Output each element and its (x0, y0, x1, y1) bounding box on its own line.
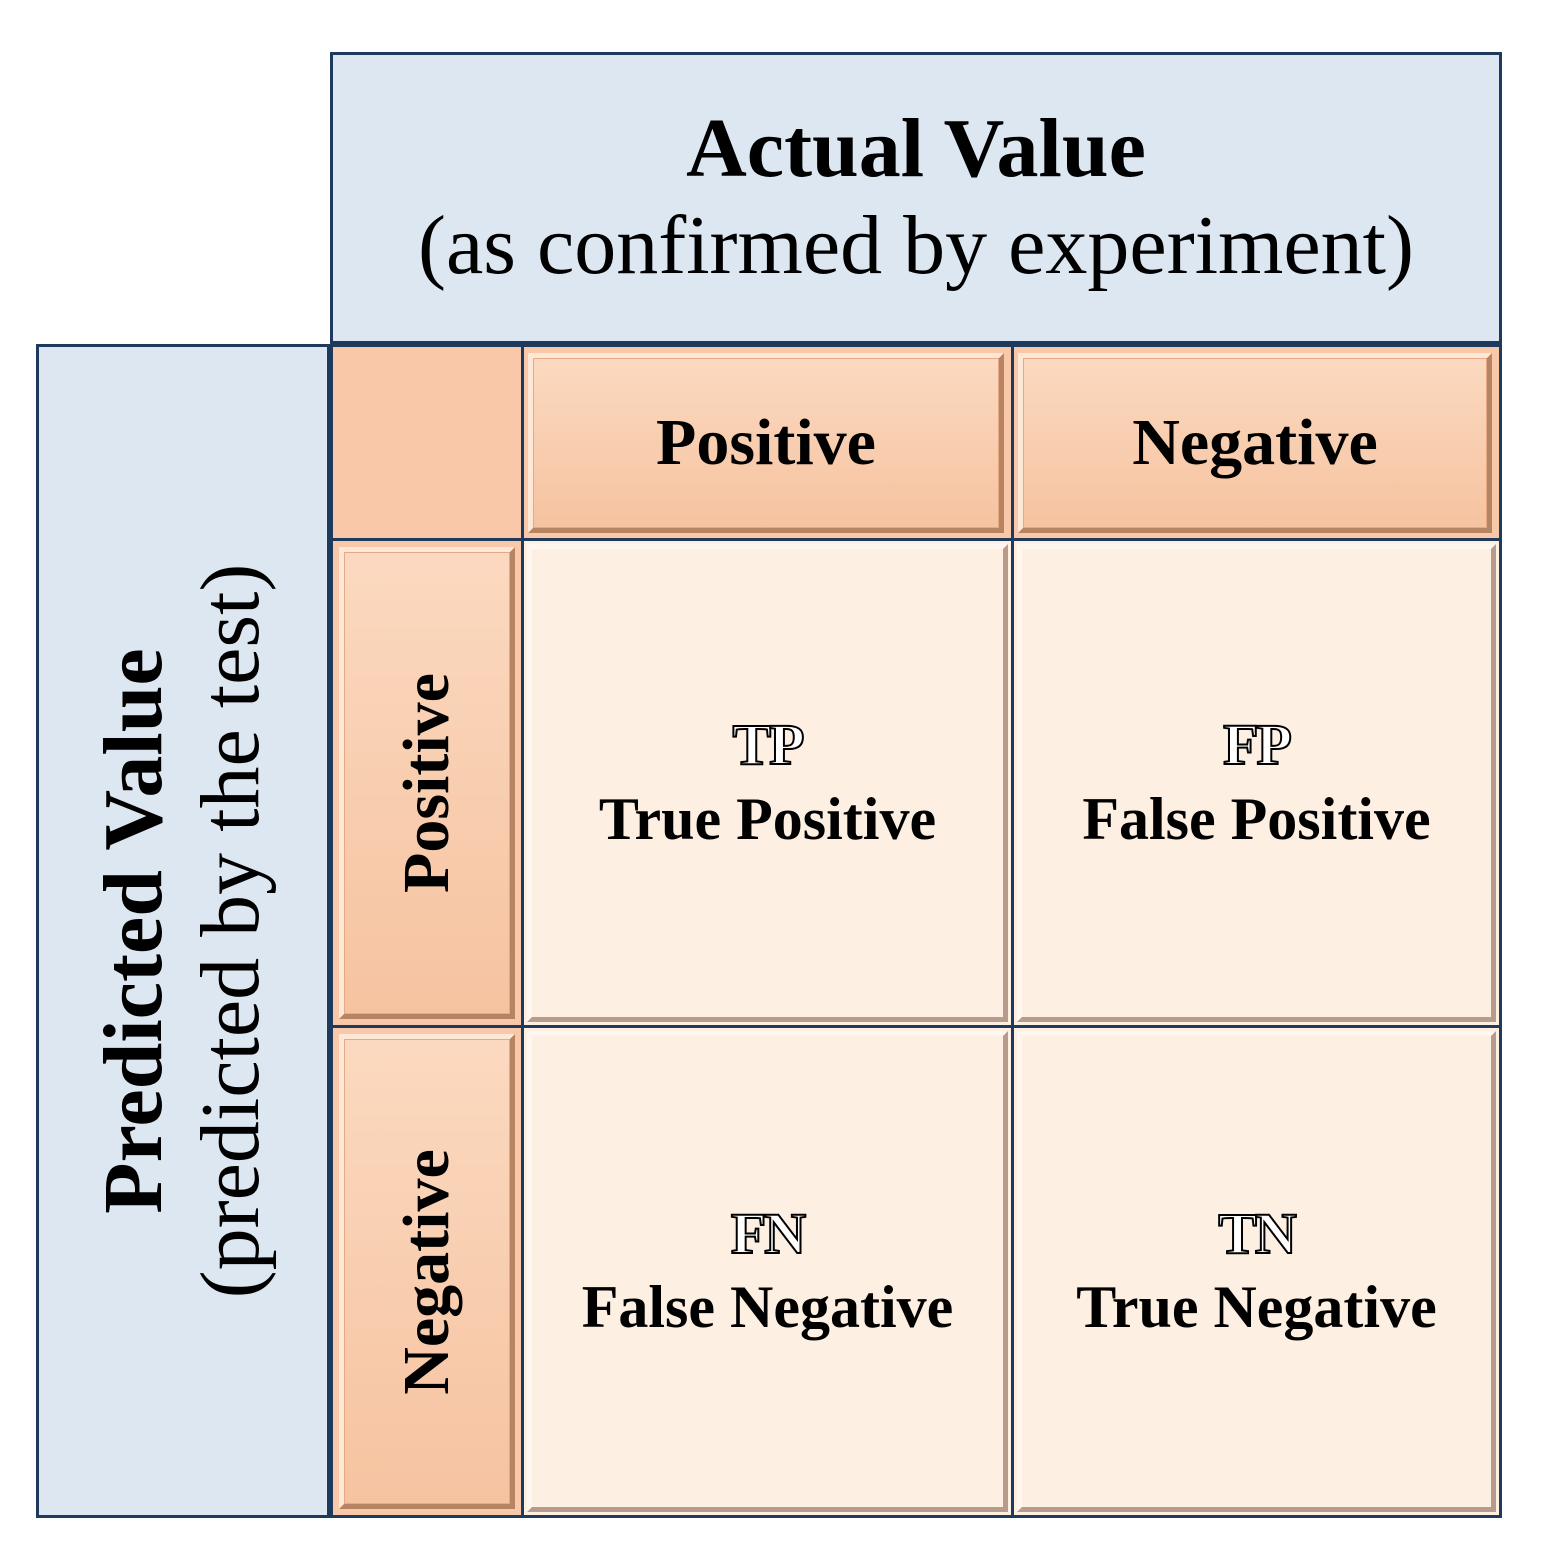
row-header-positive: Positive (339, 547, 515, 1019)
grid-line-horizontal-2 (333, 1025, 1499, 1028)
cell-true-positive-wrap: TP True Positive (524, 541, 1011, 1025)
column-header-negative: Negative (1018, 353, 1492, 533)
cell-true-negative-wrap: TN True Negative (1014, 1028, 1499, 1515)
predicted-value-subtitle: (predicted by the test) (184, 563, 277, 1299)
fp-label: False Positive (1082, 785, 1431, 852)
column-header-positive: Positive (528, 353, 1004, 533)
row-header-negative-cell: Negative (333, 1028, 521, 1515)
actual-value-header: Actual Value (as confirmed by experiment… (330, 52, 1502, 344)
cell-true-positive: TP True Positive (527, 544, 1008, 1022)
actual-value-subtitle: (as confirmed by experiment) (418, 199, 1414, 292)
fn-label: False Negative (581, 1274, 954, 1341)
fp-abbreviation: FP (1222, 711, 1293, 778)
cell-false-negative: FN False Negative (527, 1031, 1008, 1512)
tp-label: True Positive (598, 785, 937, 852)
column-header-positive-label: Positive (656, 406, 876, 479)
column-header-negative-label: Negative (1132, 406, 1378, 479)
column-header-positive-cell: Positive (524, 347, 1011, 538)
grid-line-vertical-2 (1011, 347, 1014, 1515)
tp-abbreviation: TP (731, 711, 805, 778)
cell-false-negative-wrap: FN False Negative (524, 1028, 1011, 1515)
tn-label: True Negative (1076, 1274, 1437, 1341)
grid-line-vertical-1 (521, 347, 524, 1515)
actual-value-title: Actual Value (686, 102, 1146, 196)
fn-abbreviation: FN (730, 1200, 807, 1267)
row-header-negative-label: Negative (390, 1148, 464, 1395)
grid-line-horizontal-1 (333, 538, 1499, 541)
predicted-value-header: Predicted Value (predicted by the test) (36, 344, 330, 1518)
row-header-positive-cell: Positive (333, 541, 521, 1025)
row-header-negative: Negative (339, 1034, 515, 1509)
row-header-positive-label: Positive (390, 673, 464, 893)
matrix-corner (333, 347, 521, 538)
cell-false-positive: FP False Positive (1017, 544, 1496, 1022)
cell-true-negative: TN True Negative (1017, 1031, 1496, 1512)
predicted-value-title: Predicted Value (87, 648, 181, 1214)
cell-false-positive-wrap: FP False Positive (1014, 541, 1499, 1025)
tn-abbreviation: TN (1217, 1200, 1298, 1267)
column-header-negative-cell: Negative (1014, 347, 1499, 538)
